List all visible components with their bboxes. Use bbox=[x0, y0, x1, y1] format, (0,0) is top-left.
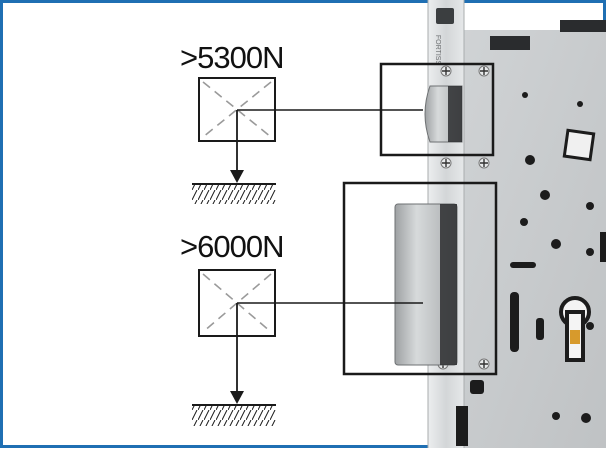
ground-hatch-top bbox=[192, 185, 276, 204]
brand-logo: FORTISS bbox=[434, 8, 454, 65]
ground-hatch-bottom bbox=[192, 406, 276, 426]
cylinder-keyhole bbox=[559, 296, 591, 362]
screw-mid-left bbox=[440, 157, 452, 169]
screw-bottom-right bbox=[478, 358, 490, 370]
screw-mid-right bbox=[478, 157, 490, 169]
lock-case bbox=[462, 30, 606, 450]
force-symbol-top bbox=[192, 77, 423, 204]
force-symbol-bottom bbox=[192, 269, 423, 426]
screw-top-left bbox=[440, 65, 452, 77]
mortise-lock: FORTISS bbox=[394, 0, 606, 450]
screw-top-right bbox=[478, 65, 490, 77]
force-label-deadbolt: >6000N bbox=[180, 229, 284, 264]
deadbolt-highlight-box bbox=[342, 181, 498, 376]
brand-logo-text: FORTISS bbox=[434, 35, 441, 66]
force-label-latch: >5300N bbox=[180, 40, 284, 75]
case-holes bbox=[456, 92, 606, 446]
